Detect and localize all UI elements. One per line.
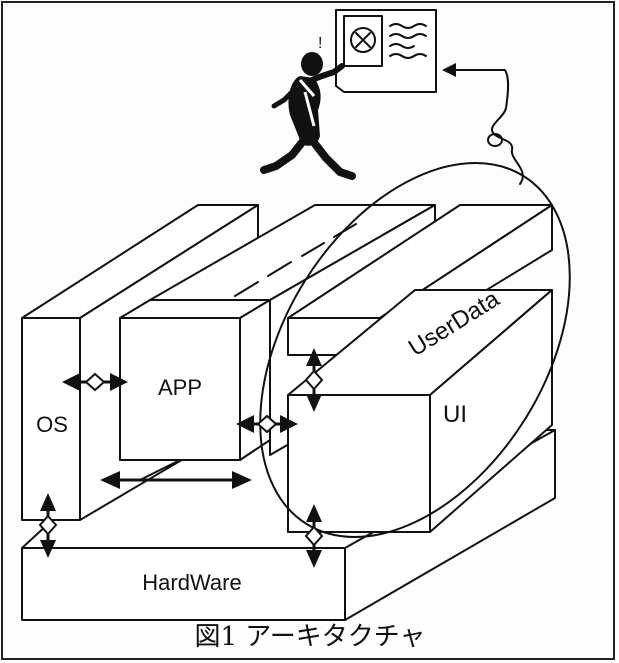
cable-line bbox=[450, 70, 523, 184]
os-label: OS bbox=[36, 412, 68, 437]
ui-label: UI bbox=[443, 401, 467, 428]
app-label: APP bbox=[158, 375, 202, 400]
screen-icon bbox=[336, 10, 436, 92]
person-head bbox=[301, 52, 323, 76]
hardware-label: HardWare bbox=[142, 570, 241, 595]
figure-caption: 図1 アーキタクチャ bbox=[195, 622, 426, 652]
exclamation-mark: ! bbox=[318, 35, 322, 52]
person-leg-front bbox=[312, 140, 352, 176]
cable-arrowhead bbox=[442, 63, 456, 77]
person-leg-back bbox=[264, 140, 304, 170]
